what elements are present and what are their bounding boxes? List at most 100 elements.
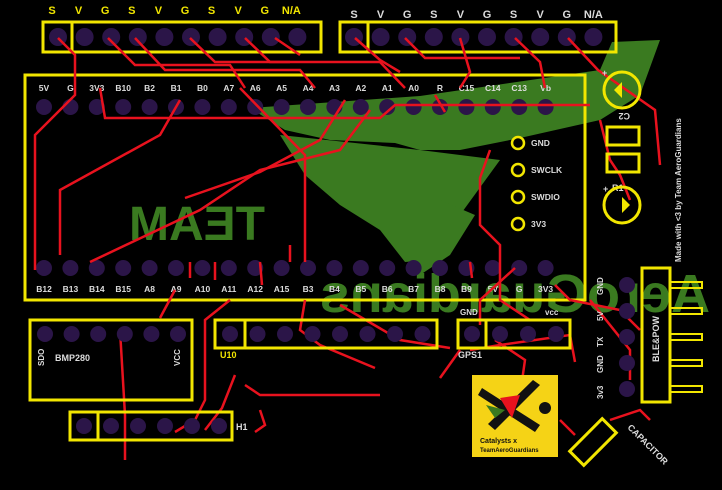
mcu-top-pin-label-7: B0: [197, 83, 208, 93]
u10-pad-8: [414, 326, 431, 342]
ble-pin-label-2: 5V: [596, 311, 605, 321]
mcu-bottom-pad-19: [511, 260, 528, 276]
gps-pad-3: [520, 326, 536, 342]
top-left-header-pad-4: [128, 28, 147, 46]
mcu-top-pad-19: [511, 99, 528, 115]
top-right-header-pad-10: [584, 28, 603, 46]
top-right-header-pad-6: [478, 28, 496, 46]
top-right-header-label-1: S: [350, 9, 357, 21]
mcu-top-pin-label-2: G: [67, 83, 74, 93]
header-top-left-outline: [41, 20, 323, 54]
catalysts-badge: Catalysts x TeamAeroGuardians: [472, 375, 558, 457]
trace-39: [559, 419, 576, 436]
trace-1: [33, 37, 77, 270]
gps-pad-2: [492, 326, 508, 342]
mcu-bottom-pad-3: [88, 260, 105, 276]
logo-tail: [395, 200, 475, 275]
ble-pin-leg-4: [669, 359, 703, 367]
mcu-top-pad-3: [88, 99, 105, 115]
h1-pad-2: [103, 418, 119, 434]
trace-4: [189, 37, 290, 64]
top-right-header-label-9: G: [563, 9, 572, 21]
credit-text: Made with <3 by Team AeroGuardians: [674, 118, 683, 262]
ble-pin-leg-2: [669, 307, 703, 315]
mcu-top-pin-label-12: A3: [329, 83, 340, 93]
u10-header: U10: [213, 318, 439, 360]
top-right-header-label-8: V: [537, 9, 545, 21]
mcu-bottom-pad-20: [537, 260, 554, 276]
gps-gnd-label: GND: [460, 308, 478, 317]
logo-team-text: TEAM: [129, 198, 265, 251]
gps-vcc-label: vcc: [545, 308, 559, 317]
c2-label: C2: [618, 111, 630, 121]
mcu-bottom-pad-6: [168, 260, 184, 276]
mcu-bottom-pin-label-4: B15: [115, 284, 131, 294]
debug-pin-pad-1: [510, 135, 526, 151]
mcu-bottom-pin-label-15: B7: [408, 284, 419, 294]
ble-pin-leg-5: [669, 385, 703, 393]
mcu-bottom-pin-label-2: B13: [63, 284, 79, 294]
mcu-top-pin-label-13: A2: [355, 83, 366, 93]
gps-outline: [456, 318, 572, 350]
top-right-header-pad-2: [371, 28, 390, 46]
h1-pad-1: [76, 418, 92, 434]
ble-pin-leg-1: [669, 281, 703, 289]
trace-17: [89, 109, 371, 264]
logo-wing-lower: [280, 135, 500, 262]
top-left-header-pad-5: [155, 28, 174, 46]
top-left-header-pad-2: [75, 28, 94, 46]
debug-pin-pad-3: [510, 189, 526, 205]
top-right-header-label-5: V: [457, 9, 465, 21]
ble-pin-label-3: TX: [596, 336, 605, 347]
trace-24: [468, 261, 474, 279]
trace-2: [107, 37, 247, 89]
top-left-header-label-8: V: [235, 5, 243, 17]
trace-5: [244, 37, 406, 89]
logo-wing-upper: [250, 40, 660, 150]
top-right-header-label-10: N/A: [584, 9, 603, 21]
mcu-bottom-pin-label-7: A10: [195, 284, 211, 294]
mcu-top-pad-5: [141, 99, 158, 115]
mcu-bottom-pin-label-5: A8: [144, 284, 155, 294]
trace-12: [98, 87, 590, 120]
trace-7: [354, 37, 401, 74]
top-right-header-label-7: S: [510, 9, 517, 21]
mcu-top-pad-18: [484, 99, 501, 115]
mcu-top-pad-17: [458, 99, 475, 115]
ble-pad-4: [619, 355, 635, 371]
mcu-top-pad-1: [36, 99, 52, 115]
h1-pad-6: [211, 418, 227, 434]
mcu-top-pad-9: [247, 99, 264, 115]
top-left-header-label-7: S: [208, 5, 215, 17]
u10-pad-6: [359, 326, 376, 342]
mcu-bottom-pad-1: [36, 260, 52, 276]
mcu-bottom-pad-12: [326, 260, 343, 276]
top-right-header-pad-5: [451, 28, 470, 46]
u10-outline: [213, 318, 439, 350]
mcu-bottom-pad-2: [62, 260, 79, 276]
mcu-top-pin-label-18: C14: [485, 83, 501, 93]
ble-pin-label-5: 3v3: [596, 385, 605, 399]
ble-pin-label-1: GND: [596, 277, 605, 295]
trace-33: [204, 374, 237, 431]
h1-outline: [68, 410, 234, 442]
mcu-top-pad-4: [115, 99, 132, 115]
trace-28: [158, 289, 177, 319]
h1-label: H1: [236, 422, 248, 432]
trace-18: [478, 149, 531, 322]
h1-header: H1: [68, 410, 248, 442]
top-right-header-label-4: S: [430, 9, 437, 21]
r1-pad-outline: [605, 152, 641, 174]
u10-label: U10: [220, 350, 237, 360]
header-top-right-outline: [338, 20, 618, 54]
trace-8: [404, 37, 520, 60]
bmp280-pad-3: [90, 326, 107, 342]
mcu-bottom-pad-14: [379, 260, 396, 276]
mcu-top-pin-label-16: R: [437, 83, 443, 93]
trace-9: [458, 37, 472, 89]
top-left-header-label-10: N/A: [282, 5, 301, 17]
mcu-top-pad-15: [405, 99, 422, 115]
trace-38: [438, 349, 462, 379]
